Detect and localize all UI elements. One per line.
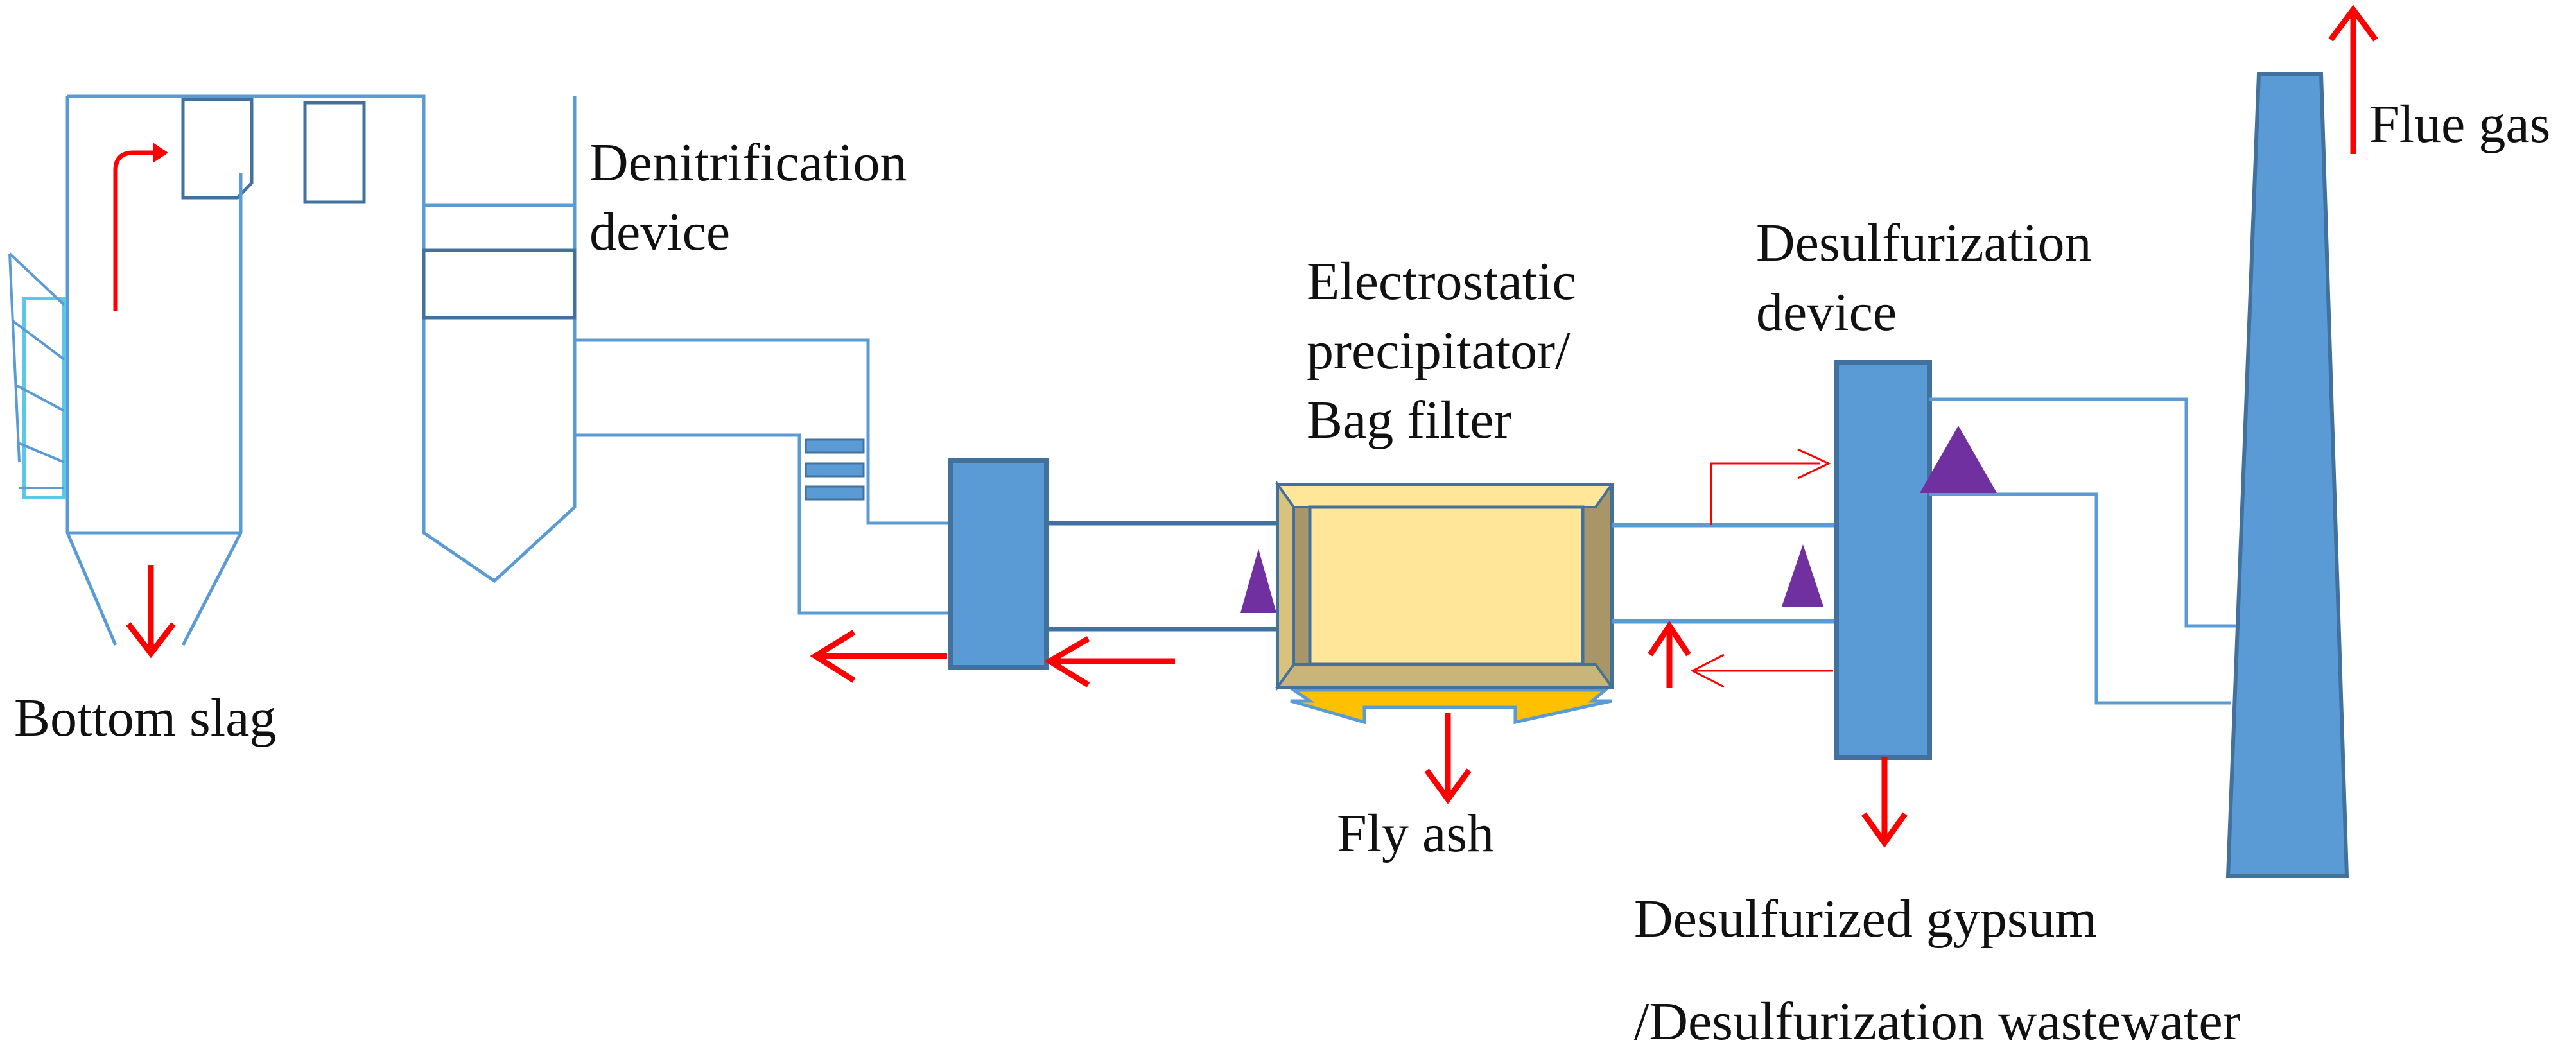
flue-gas-label: Flue gas [2369, 94, 2551, 154]
boiler-burner-panel [8, 252, 66, 499]
red-arrow-icon [113, 143, 168, 311]
red-arrow-icon [1424, 713, 1472, 804]
denitrification-device [422, 96, 577, 583]
gypsum-label-line1: Desulfurized gypsum [1634, 889, 2097, 949]
flue-duct-4 [1929, 397, 2238, 705]
fly-ash-label: Fly ash [1337, 804, 1495, 863]
red-arrow-icon [1044, 636, 1175, 687]
precipitator-label-line1: Electrostatic [1307, 252, 1576, 311]
gypsum-label: Desulfurized gypsum /Desulfurization was… [1634, 885, 2241, 1057]
precipitator-label-line2: precipitator/ [1307, 321, 1571, 381]
boiler-superheater [181, 98, 366, 204]
boiler [65, 94, 426, 646]
desulfurization-label-line1: Desulfurization [1756, 213, 2092, 273]
heat-exchanger-plates [805, 438, 865, 501]
bottom-slag-label: Bottom slag [14, 688, 277, 748]
denitrification-label: Denitrification device [589, 128, 907, 267]
red-arrow-icon [1690, 653, 1833, 688]
electrostatic-precipitator [1275, 480, 1614, 725]
desulfurization-label-line2: device [1756, 282, 1897, 342]
red-arrow-icon [1648, 620, 1691, 688]
flue-duct-3 [1612, 523, 1836, 624]
red-arrow-icon [126, 565, 176, 659]
precipitator-hopper [1288, 688, 1612, 725]
desulfurization-label: Desulfurization device [1756, 209, 2092, 347]
red-arrow-icon [1861, 757, 1908, 848]
red-arrow-icon [810, 630, 947, 683]
purple-triangle-icon [1920, 426, 1997, 493]
gypsum-label-line2: /Desulfurization wastewater [1634, 992, 2241, 1051]
desulfurization-tower [1834, 360, 1932, 760]
purple-triangle-icon [1240, 549, 1276, 613]
sampling-points [1240, 426, 1997, 613]
chimney-stack [2225, 72, 2349, 878]
precipitator-label-line3: Bag filter [1307, 390, 1512, 450]
red-arrow-icon [1710, 448, 1831, 525]
precipitator-label: Electrostatic precipitator/ Bag filter [1307, 247, 1576, 455]
flue-duct-2 [1047, 521, 1278, 632]
air-preheater [948, 458, 1049, 670]
purple-triangle-icon [1782, 544, 1823, 607]
denitrification-label-line1: Denitrification [589, 133, 907, 193]
denitrification-label-line2: device [589, 202, 731, 262]
flue-duct-1 [575, 338, 950, 615]
red-arrow-icon [2328, 4, 2378, 154]
flow-arrows [126, 4, 2378, 848]
